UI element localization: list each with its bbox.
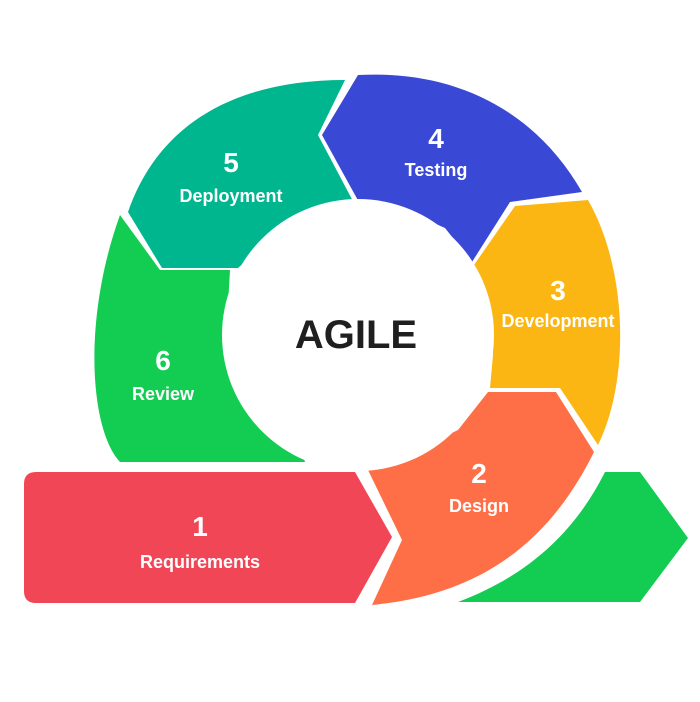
stage-1-number: 1 (192, 511, 208, 542)
stage-5-number: 5 (223, 147, 239, 178)
stage-1-label: Requirements (140, 552, 260, 572)
stage-6-label: Review (132, 384, 195, 404)
stage-4-testing-segment (322, 74, 582, 262)
stage-1-requirements-segment (24, 472, 392, 603)
stage-4-number: 4 (428, 123, 444, 154)
stage-3-number: 3 (550, 275, 566, 306)
stage-5-label: Deployment (179, 186, 282, 206)
stage-2-label: Design (449, 496, 509, 516)
center-circle (222, 199, 494, 471)
stage-3-development-segment (474, 200, 621, 445)
center-title: AGILE (295, 313, 417, 357)
stage-2-design-segment (368, 392, 594, 605)
stage-3-label: Development (501, 311, 614, 331)
stage-6-number: 6 (155, 345, 171, 376)
cycle-tail-arrow (458, 472, 688, 602)
stage-4-label: Testing (405, 160, 468, 180)
stage-2-number: 2 (471, 458, 487, 489)
